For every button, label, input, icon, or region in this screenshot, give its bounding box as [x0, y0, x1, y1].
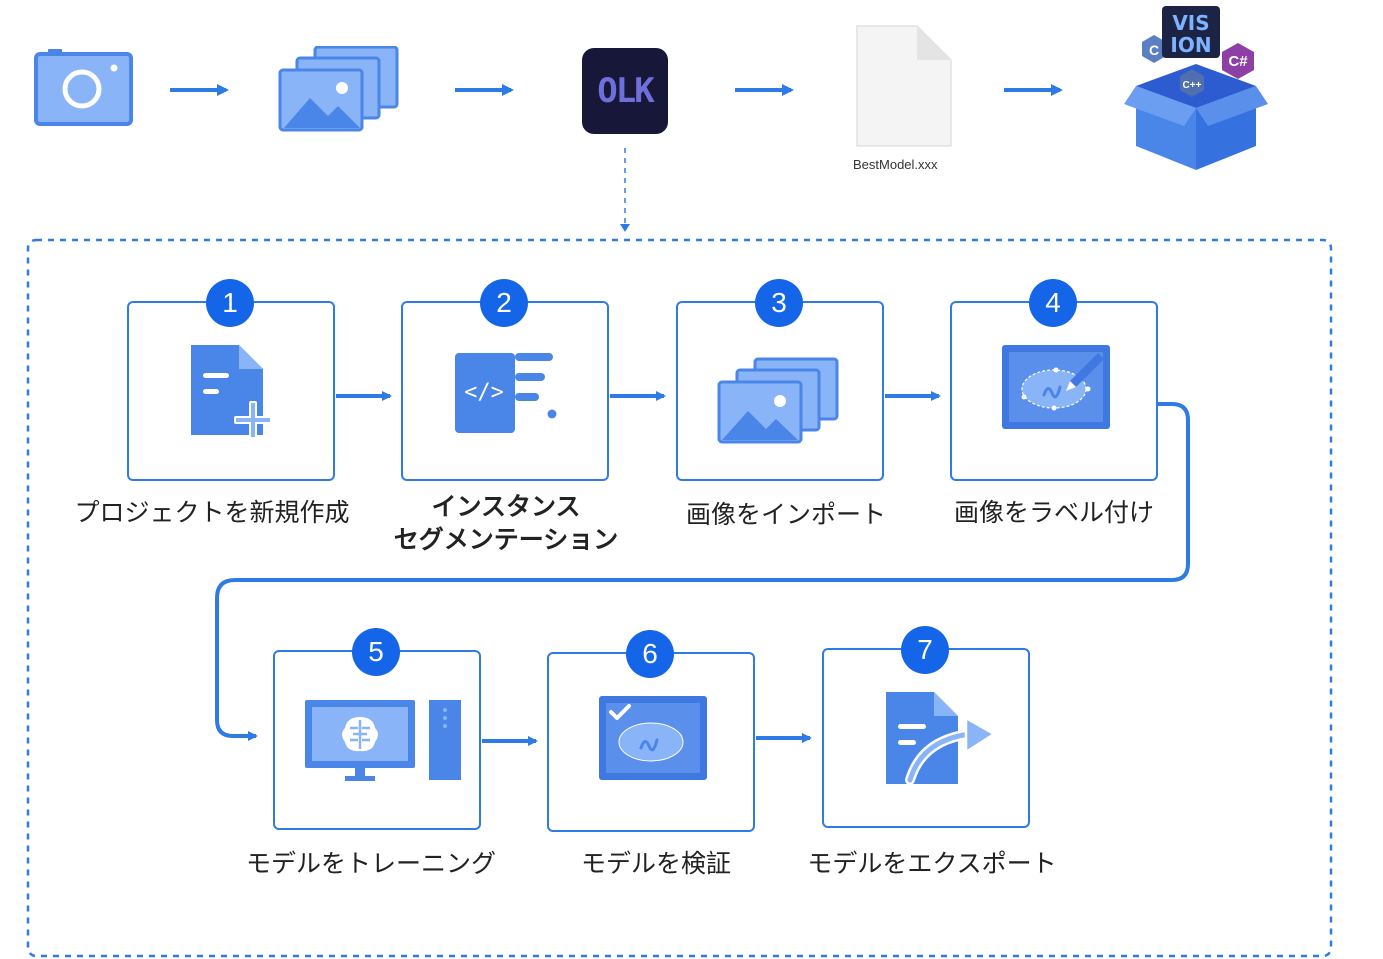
step-label-7: モデルをエクスポート — [807, 849, 1057, 878]
training-computer-icon — [303, 698, 463, 788]
step-card-3 — [676, 301, 884, 481]
arrow-step4-to-step5 — [215, 402, 1190, 741]
cpp-badge: C++ — [1180, 69, 1204, 97]
svg-text:ION: ION — [1170, 33, 1211, 57]
model-file-name: BestModel.xxx — [853, 157, 938, 172]
model-file-icon — [855, 24, 955, 154]
step-badge-5: 5 — [352, 628, 400, 676]
step-badge-1: 1 — [206, 279, 254, 327]
step-label-6: モデルを検証 — [580, 849, 731, 878]
workflow-frame — [26, 238, 1333, 958]
step-label-3: 画像をインポート — [685, 500, 886, 529]
label-image-icon — [1000, 343, 1112, 437]
step-badge-7: 7 — [901, 626, 949, 674]
svg-text:</>: </> — [464, 380, 504, 405]
step-card-7 — [822, 648, 1030, 828]
c-language-badge: C — [1142, 35, 1166, 63]
step-arrows — [215, 391, 1190, 746]
step-card-2: </> — [401, 301, 609, 481]
step-card-1 — [127, 301, 335, 481]
sdk-box-icon: C VIS ION C# C++ — [1118, 4, 1274, 178]
image-stack-icon — [278, 45, 400, 138]
step-label-2: インスタンス セグメンテーション — [356, 490, 656, 556]
step-label-2-line-1: インスタンス — [431, 492, 581, 521]
step-card-4 — [950, 301, 1158, 481]
step-label-2-line-2: セグメンテーション — [393, 525, 619, 554]
step-card-6 — [547, 652, 755, 832]
new-document-icon — [187, 343, 281, 447]
export-document-icon — [882, 690, 1000, 794]
svg-text:C++: C++ — [1183, 80, 1202, 91]
step-badge-4: 4 — [1029, 279, 1077, 327]
validate-model-icon — [597, 694, 709, 788]
svg-text:C#: C# — [1228, 53, 1248, 70]
csharp-badge: C# — [1222, 43, 1254, 79]
step-badge-6: 6 — [626, 630, 674, 678]
step-badge-3: 3 — [755, 279, 803, 327]
svg-text:VIS: VIS — [1172, 11, 1209, 35]
images-stack-icon — [716, 357, 840, 451]
code-icon: </> — [453, 351, 563, 441]
step-label-1: プロジェクトを新規作成 — [74, 498, 350, 527]
step-label-4: 画像をラベル付け — [953, 498, 1154, 527]
step-label-5: モデルをトレーニング — [245, 849, 496, 878]
camera-icon — [34, 48, 134, 132]
olk-logo: OLK — [582, 48, 668, 134]
step-badge-2: 2 — [480, 279, 528, 327]
vision-badge: VIS ION — [1162, 6, 1220, 58]
dashed-drop-arrowhead — [620, 224, 630, 232]
svg-text:C: C — [1149, 42, 1159, 58]
step-card-5 — [273, 650, 481, 830]
